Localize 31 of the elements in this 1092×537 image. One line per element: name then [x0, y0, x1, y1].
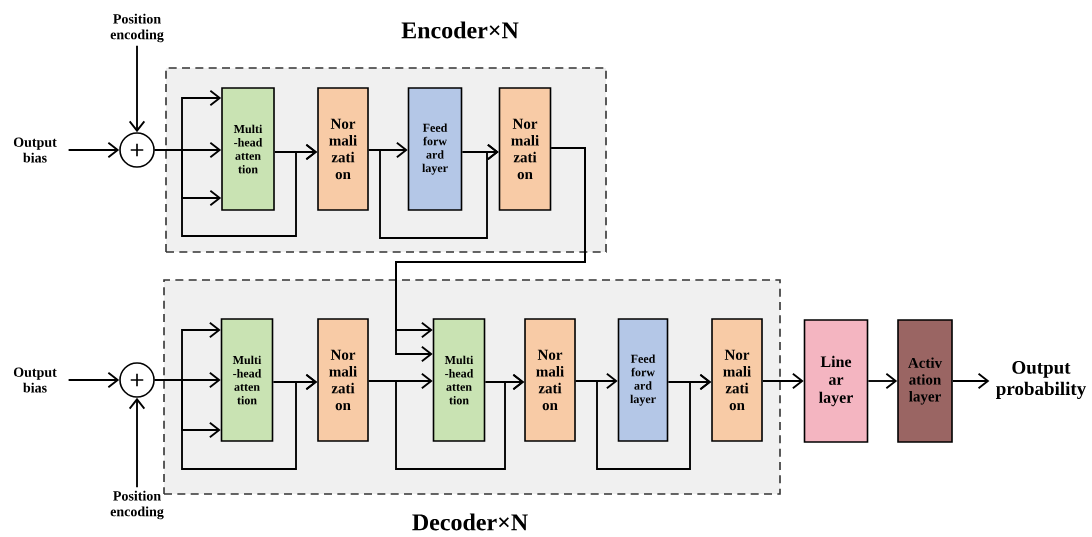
layer-box: Feed forw ard layer	[617, 318, 669, 442]
label-text: Position encoding	[110, 490, 164, 520]
layer-box: Nor mali zati on	[317, 318, 369, 442]
arrow	[128, 397, 146, 489]
label-text: Position encoding	[110, 13, 164, 43]
layer-box: Feed forw ard layer	[407, 87, 463, 211]
label-text: Output bias	[13, 137, 57, 163]
arrow	[273, 143, 318, 161]
arrow	[484, 373, 525, 391]
label-text: Output probability	[996, 361, 1087, 399]
label-text: Output bias	[13, 367, 57, 393]
layer-box: Nor mali zati on	[711, 318, 763, 442]
layer-box: Multi -head atten tion	[432, 318, 486, 442]
layer-box: Activ ation layer	[897, 319, 953, 443]
arrow	[867, 372, 898, 390]
layer-box: Nor mali zati on	[317, 87, 369, 211]
layer-box: Line ar layer	[803, 319, 869, 443]
arrow	[67, 371, 120, 389]
layer-box: Nor mali zati on	[524, 318, 576, 442]
layer-box: Multi -head atten tion	[221, 87, 275, 211]
group-title: Decoder×N	[412, 513, 528, 531]
arrow	[667, 373, 712, 391]
arrow	[761, 372, 804, 390]
layer-box: Multi -head atten tion	[220, 318, 274, 442]
arrow	[128, 44, 146, 133]
layer-box: Nor mali zati on	[498, 87, 552, 211]
arrow	[461, 143, 499, 161]
arrow	[67, 141, 120, 159]
arrow	[272, 373, 318, 391]
group-title: Encoder×N	[401, 21, 519, 39]
arrow	[951, 372, 990, 390]
